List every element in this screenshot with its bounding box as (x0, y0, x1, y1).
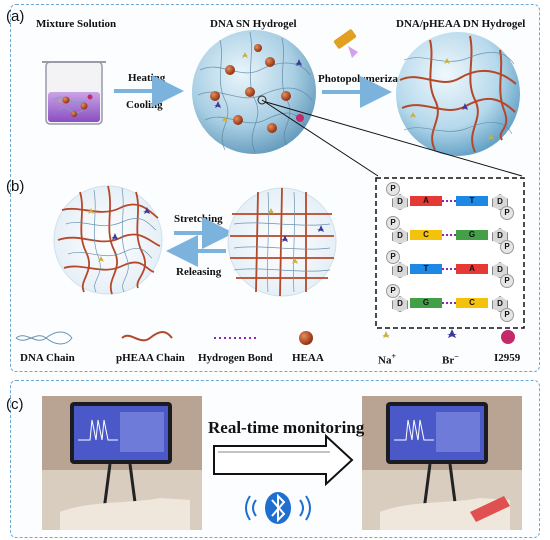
sn-hydrogel-title: DNA SN Hydrogel (210, 18, 297, 30)
base-left: A (410, 196, 442, 206)
phosphate-right: P (500, 240, 514, 254)
base-right: G (456, 230, 488, 240)
legend-heaa: HEAA (292, 352, 324, 364)
lamp-icon (333, 29, 358, 58)
legend-na: Na+ (378, 352, 397, 367)
bluetooth-icon (245, 492, 311, 524)
panel-c-label: (c) (6, 396, 24, 413)
legend-br: Br− (442, 352, 459, 367)
legend-i2959: I2959 (494, 352, 521, 364)
base-right: A (456, 264, 488, 274)
stretched-network (227, 187, 337, 297)
base-right: T (456, 196, 488, 206)
dn-hydrogel-sphere (396, 32, 520, 156)
phosphate-right: P (500, 206, 514, 220)
deoxyribose-left: D (392, 194, 408, 210)
legend-hydrogen-bond: Hydrogen Bond (198, 352, 273, 364)
panel-b-label: (b) (6, 178, 25, 195)
monitoring-arrow (213, 433, 354, 487)
base-right: C (456, 298, 488, 308)
phosphate-left: P (386, 284, 400, 298)
realtime-monitoring-label: Real-time monitoring (208, 418, 365, 437)
deoxyribose-left: D (392, 262, 408, 278)
legend-pheaa-chain: pHEAA Chain (116, 352, 185, 364)
relaxed-network (53, 185, 163, 295)
hydrogen-bond (442, 268, 456, 270)
legend-dna-chain: DNA Chain (20, 352, 75, 364)
base-left: C (410, 230, 442, 240)
phosphate-left: P (386, 250, 400, 264)
base-left: G (410, 298, 442, 308)
deoxyribose-left: D (392, 296, 408, 312)
phosphate-left: P (386, 182, 400, 196)
dn-hydrogel-title: DNA/pHEAA DN Hydrogel (396, 18, 526, 30)
phosphate-right: P (500, 308, 514, 322)
left-photo (42, 396, 202, 530)
phosphate-right: P (500, 274, 514, 288)
deoxyribose-left: D (392, 228, 408, 244)
phosphate-left: P (386, 216, 400, 230)
sn-hydrogel-sphere (192, 30, 316, 154)
releasing-label: Releasing (176, 266, 222, 278)
base-left: T (410, 264, 442, 274)
hydrogen-bond (442, 234, 456, 236)
mixture-solution-title: Mixture Solution (36, 18, 117, 30)
panel-a-label: (a) (6, 8, 25, 25)
right-photo (362, 396, 522, 530)
legend-icons (15, 329, 515, 345)
beaker (42, 61, 106, 125)
hydrogen-bond (442, 302, 456, 304)
hydrogen-bond (442, 200, 456, 202)
